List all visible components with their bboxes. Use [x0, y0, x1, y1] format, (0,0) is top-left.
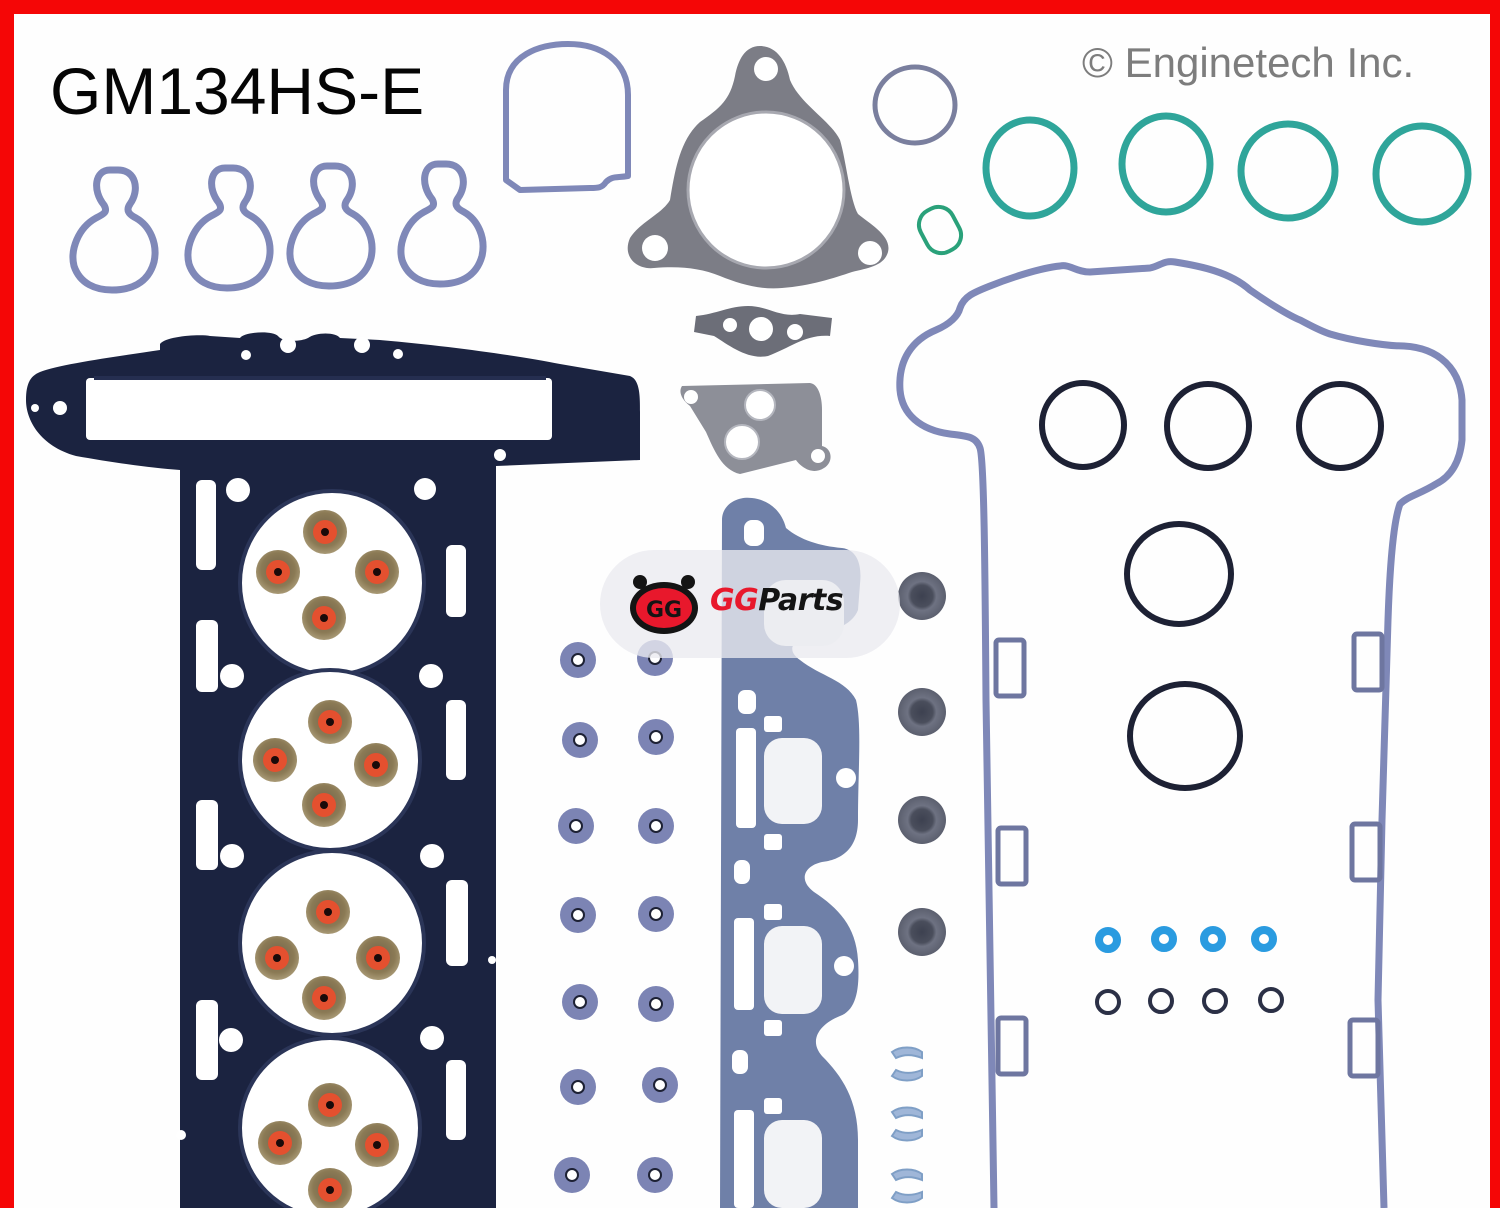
teal-intake-rings [982, 112, 1472, 226]
oil-feed-gasket [694, 306, 832, 357]
throttle-body-gasket [503, 41, 631, 193]
brand-suffix: Parts [758, 583, 844, 618]
valve-cover-gasket [896, 258, 1466, 1208]
brand-prefix: GG [710, 583, 759, 618]
injector-orings-black [1095, 987, 1284, 1015]
figure-eight-seals [69, 160, 487, 294]
tube-seal-orings [1039, 380, 1384, 791]
ggparts-mascot-icon: GG [630, 575, 698, 634]
egr-plate-gasket [680, 383, 831, 474]
retaining-clips [890, 1046, 923, 1204]
brand-watermark: GG GGParts [600, 550, 900, 658]
spark-plug-grommets [898, 572, 946, 956]
turbo-flange-gasket [627, 46, 889, 289]
bolt-grommets [554, 640, 678, 1193]
copyright-label: © Enginetech Inc. [1082, 39, 1415, 86]
green-oval-seal [916, 204, 964, 256]
valve-cover-tabs [993, 631, 1385, 1079]
mascot-text: GG [646, 598, 682, 623]
valve-stem-seals [253, 510, 400, 1208]
brand-name: GGParts [710, 583, 844, 618]
small-ring-gasket [872, 64, 958, 146]
injector-orings-blue [1095, 926, 1277, 953]
cylinder-head-gasket [26, 332, 640, 1208]
part-number-label: GM134HS-E [50, 54, 425, 128]
